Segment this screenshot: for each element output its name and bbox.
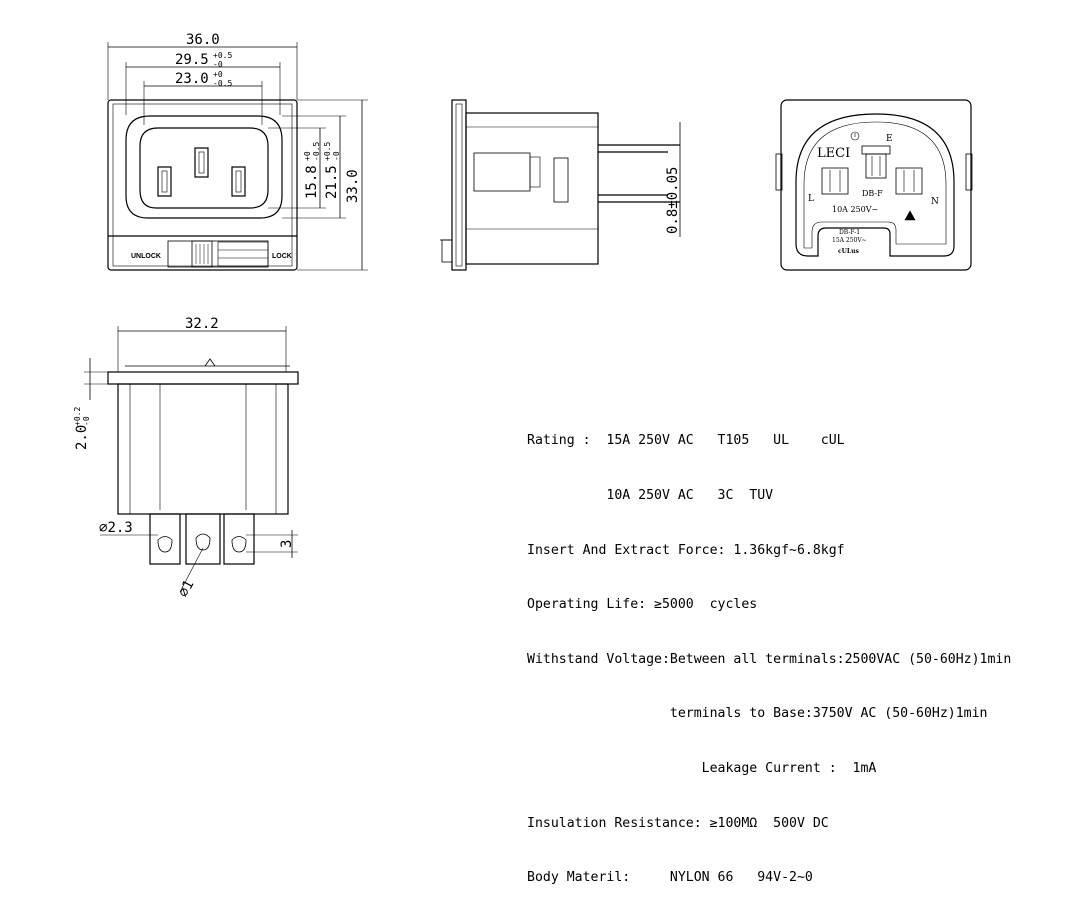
dim-pin-thickness: 0.8±0.05 <box>665 167 681 234</box>
side-view <box>440 99 681 271</box>
spec-line: Insert And Extract Force: 1.36kgf~6.8kgf <box>527 542 845 558</box>
dim-cutout-height-tol-plus: +0.5 <box>323 142 332 161</box>
bottom-view <box>84 326 299 593</box>
brand-mark: LECI <box>817 146 850 161</box>
terminal-n-label: N <box>931 197 939 207</box>
drawing-canvas: 36.0 29.5 +0.5 -0 23.0 +0 -0.5 15.8 +0 -… <box>73 32 973 600</box>
dim-flange: 2.0 <box>74 425 90 450</box>
spec-line: Insulation Resistance: ≥100MΩ 500V DC <box>527 815 829 831</box>
dim-overall-height: 33.0 <box>345 169 361 203</box>
front-view <box>107 42 368 271</box>
dim-inner-height-tol-plus: +0 <box>303 151 312 161</box>
dim-hole-diameter: ⌀2.3 <box>99 520 133 536</box>
dim-cutout-height: 21.5 <box>324 165 340 199</box>
spec-line: Withstand Voltage:Between all terminals:… <box>527 651 1012 667</box>
lock-label: LOCK <box>272 253 292 260</box>
cert-mark: cULus <box>838 248 859 255</box>
dim-cutout-width: 29.5 <box>175 52 209 68</box>
dim-cutout-width-tol-minus: -0 <box>213 60 223 69</box>
dim-cutout-width-tol-plus: +0.5 <box>213 51 232 60</box>
dim-cutout-height-tol-minus: -0 <box>332 151 341 161</box>
spec-line: Leakage Current : 1mA <box>527 760 877 776</box>
dim-flange-tol-plus: +0.2 <box>73 407 82 426</box>
dim-inner-height-tol-minus: -0.5 <box>312 142 321 161</box>
dim-inner-width-tol-plus: +0 <box>213 70 223 79</box>
spec-line: terminals to Base:3750V AC (50-60Hz)1min <box>527 706 988 722</box>
unlock-label: UNLOCK <box>131 253 161 260</box>
spec-line: Rating : 15A 250V AC T105 UL cUL <box>527 433 845 449</box>
model2-label: DB-F-1 <box>839 229 860 236</box>
dim-pin-length: 3 <box>279 540 295 548</box>
dim-overall-width: 36.0 <box>186 32 220 48</box>
spec-line: Body Materil: NYLON 66 94V-2~0 <box>527 870 813 886</box>
terminal-e-label: E <box>886 134 893 144</box>
model-label: DB-F <box>862 189 883 198</box>
terminal-l-label: L <box>808 194 814 204</box>
rating2-label: 15A 250V~ <box>832 237 867 244</box>
dim-inner-width-tol-minus: -0.5 <box>213 79 232 88</box>
rating-label: 10A 250V~ <box>832 205 878 214</box>
dim-hole-value: 2.3 <box>107 520 132 536</box>
dim-pin-hole-diameter: ⌀1 <box>175 577 197 599</box>
dim-bottom-width: 32.2 <box>185 316 219 332</box>
spec-line: Operating Life: ≥5000 cycles <box>527 597 758 613</box>
dim-flange-tol-minus: -0 <box>82 416 91 426</box>
dim-inner-height: 15.8 <box>304 165 320 199</box>
spec-line: 10A 250V AC 3C TUV <box>527 488 774 503</box>
rear-view <box>775 99 973 271</box>
spec-block: Rating : 15A 250V AC T105 UL cUL 10A 250… <box>527 396 1011 906</box>
dim-inner-width: 23.0 <box>175 71 209 87</box>
dim-pin-hole-value: 1 <box>179 577 197 592</box>
